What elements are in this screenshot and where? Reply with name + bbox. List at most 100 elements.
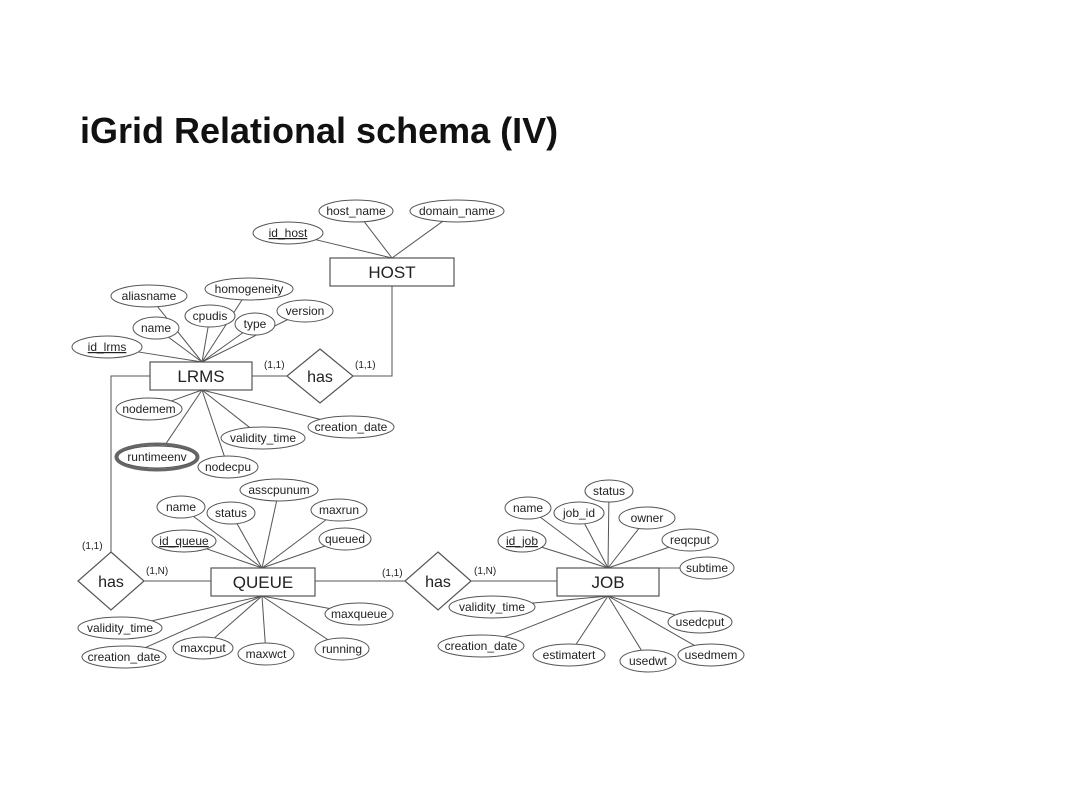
entity-job: JOB [556, 567, 660, 597]
attribute-link [193, 515, 263, 569]
attribute-link [391, 221, 443, 259]
attribute-maxwct: maxwct [237, 642, 295, 666]
attribute-label: running [322, 642, 362, 656]
attribute-name-job: name [504, 496, 552, 520]
attribute-link [201, 299, 243, 363]
attribute-label: maxwct [246, 647, 287, 661]
attribute-maxcput: maxcput [172, 636, 234, 660]
attribute-label: validity_time [230, 431, 296, 445]
attribute-label: creation_date [445, 639, 518, 653]
attribute-label: name [166, 500, 196, 514]
attribute-status-job: status [584, 479, 634, 503]
attribute-link [315, 239, 393, 259]
attribute-label: homogeneity [215, 282, 284, 296]
attribute-label: name [141, 321, 171, 335]
attribute-label: name [513, 501, 543, 515]
attribute-creation-date-queue: creation_date [81, 645, 167, 669]
attribute-label: status [593, 484, 625, 498]
attribute-queued: queued [318, 527, 372, 551]
attribute-link [607, 595, 695, 646]
attribute-link [201, 389, 321, 420]
attribute-subtime: subtime [679, 556, 735, 580]
attribute-link [201, 389, 251, 428]
attribute-link [607, 528, 640, 569]
attribute-link [214, 595, 263, 639]
attribute-label: job_id [562, 506, 595, 520]
attribute-link [261, 519, 327, 569]
entity-host: HOST [329, 257, 455, 287]
attribute-host-name: host_name [318, 199, 394, 223]
attribute-usedcput: usedcput [667, 610, 733, 634]
cardinality-label: (1,1) [264, 360, 285, 371]
attribute-usedmem: usedmem [677, 643, 745, 667]
attribute-label: owner [631, 511, 664, 525]
attribute-maxqueue: maxqueue [324, 602, 394, 626]
attribute-link [163, 389, 203, 447]
attribute-link [138, 351, 203, 363]
attribute-validity-time-job: validity_time [448, 595, 536, 619]
attribute-link [261, 595, 330, 610]
entity-queue: QUEUE [210, 567, 316, 597]
attribute-validity-time-lrms: validity_time [220, 426, 306, 450]
attribute-id-lrms: id_lrms [71, 335, 143, 359]
attribute-asscpunum: asscpunum [239, 478, 319, 502]
attribute-label: id_job [506, 534, 538, 548]
attribute-reqcput: reqcput [661, 528, 719, 552]
attribute-id-host: id_host [252, 221, 324, 245]
attribute-usedwt: usedwt [619, 649, 677, 673]
relationship-link [353, 286, 393, 377]
attribute-estimatert: estimatert [532, 643, 606, 667]
attribute-label: reqcput [670, 533, 711, 547]
attribute-link [261, 545, 326, 569]
attribute-label: queued [325, 532, 365, 546]
attribute-label: id_lrms [88, 340, 127, 354]
relationship-has2: has [77, 551, 145, 611]
cardinality-label: (1,N) [474, 566, 496, 577]
attribute-job-id: job_id [553, 501, 605, 525]
attribute-homogeneity: homogeneity [204, 277, 294, 301]
relationship-label: has [307, 369, 333, 386]
attribute-label: creation_date [88, 650, 161, 664]
attribute-link [145, 595, 263, 648]
attribute-label: domain_name [419, 204, 495, 218]
attribute-label: id_host [269, 226, 308, 240]
attribute-link [157, 306, 203, 363]
attribute-label: runtimeenv [127, 450, 186, 464]
entity-lrms: LRMS [149, 361, 253, 391]
relationship-has1: has [286, 348, 354, 404]
attribute-creation-date-job: creation_date [437, 634, 525, 658]
attribute-creation-date-lrms: creation_date [307, 415, 395, 439]
attribute-link [541, 546, 609, 569]
attribute-link [206, 548, 263, 569]
attribute-label: cpudis [193, 309, 228, 323]
attribute-link [236, 523, 263, 569]
attribute-link [532, 595, 609, 604]
attribute-type: type [234, 312, 276, 336]
cardinality-label: (1,1) [382, 568, 403, 579]
attribute-link [168, 336, 203, 363]
attribute-running: running [314, 637, 370, 661]
attribute-link [171, 389, 203, 402]
attribute-label: maxcput [180, 641, 226, 655]
entity-label: HOST [368, 263, 415, 282]
slide-title: iGrid Relational schema (IV) [80, 110, 559, 151]
entity-label: JOB [591, 573, 624, 592]
attribute-link [201, 332, 244, 363]
attribute-link [504, 595, 609, 638]
attribute-label: nodemem [122, 402, 175, 416]
attribute-link [151, 595, 263, 622]
attribute-name-lrms: name [132, 316, 180, 340]
attribute-link [540, 516, 609, 569]
cardinality-label: (1,N) [146, 566, 168, 577]
attribute-version: version [276, 299, 334, 323]
attribute-label: usedcput [676, 615, 725, 629]
attribute-cpudis: cpudis [184, 304, 236, 328]
relationship-has3: has [404, 551, 472, 611]
attribute-label: version [286, 304, 325, 318]
attribute-maxrun: maxrun [310, 498, 368, 522]
cardinality-label: (1,1) [82, 541, 103, 552]
attribute-name-queue: name [156, 495, 206, 519]
attribute-link [607, 595, 642, 651]
attribute-runtimeenv: runtimeenv [114, 442, 200, 472]
